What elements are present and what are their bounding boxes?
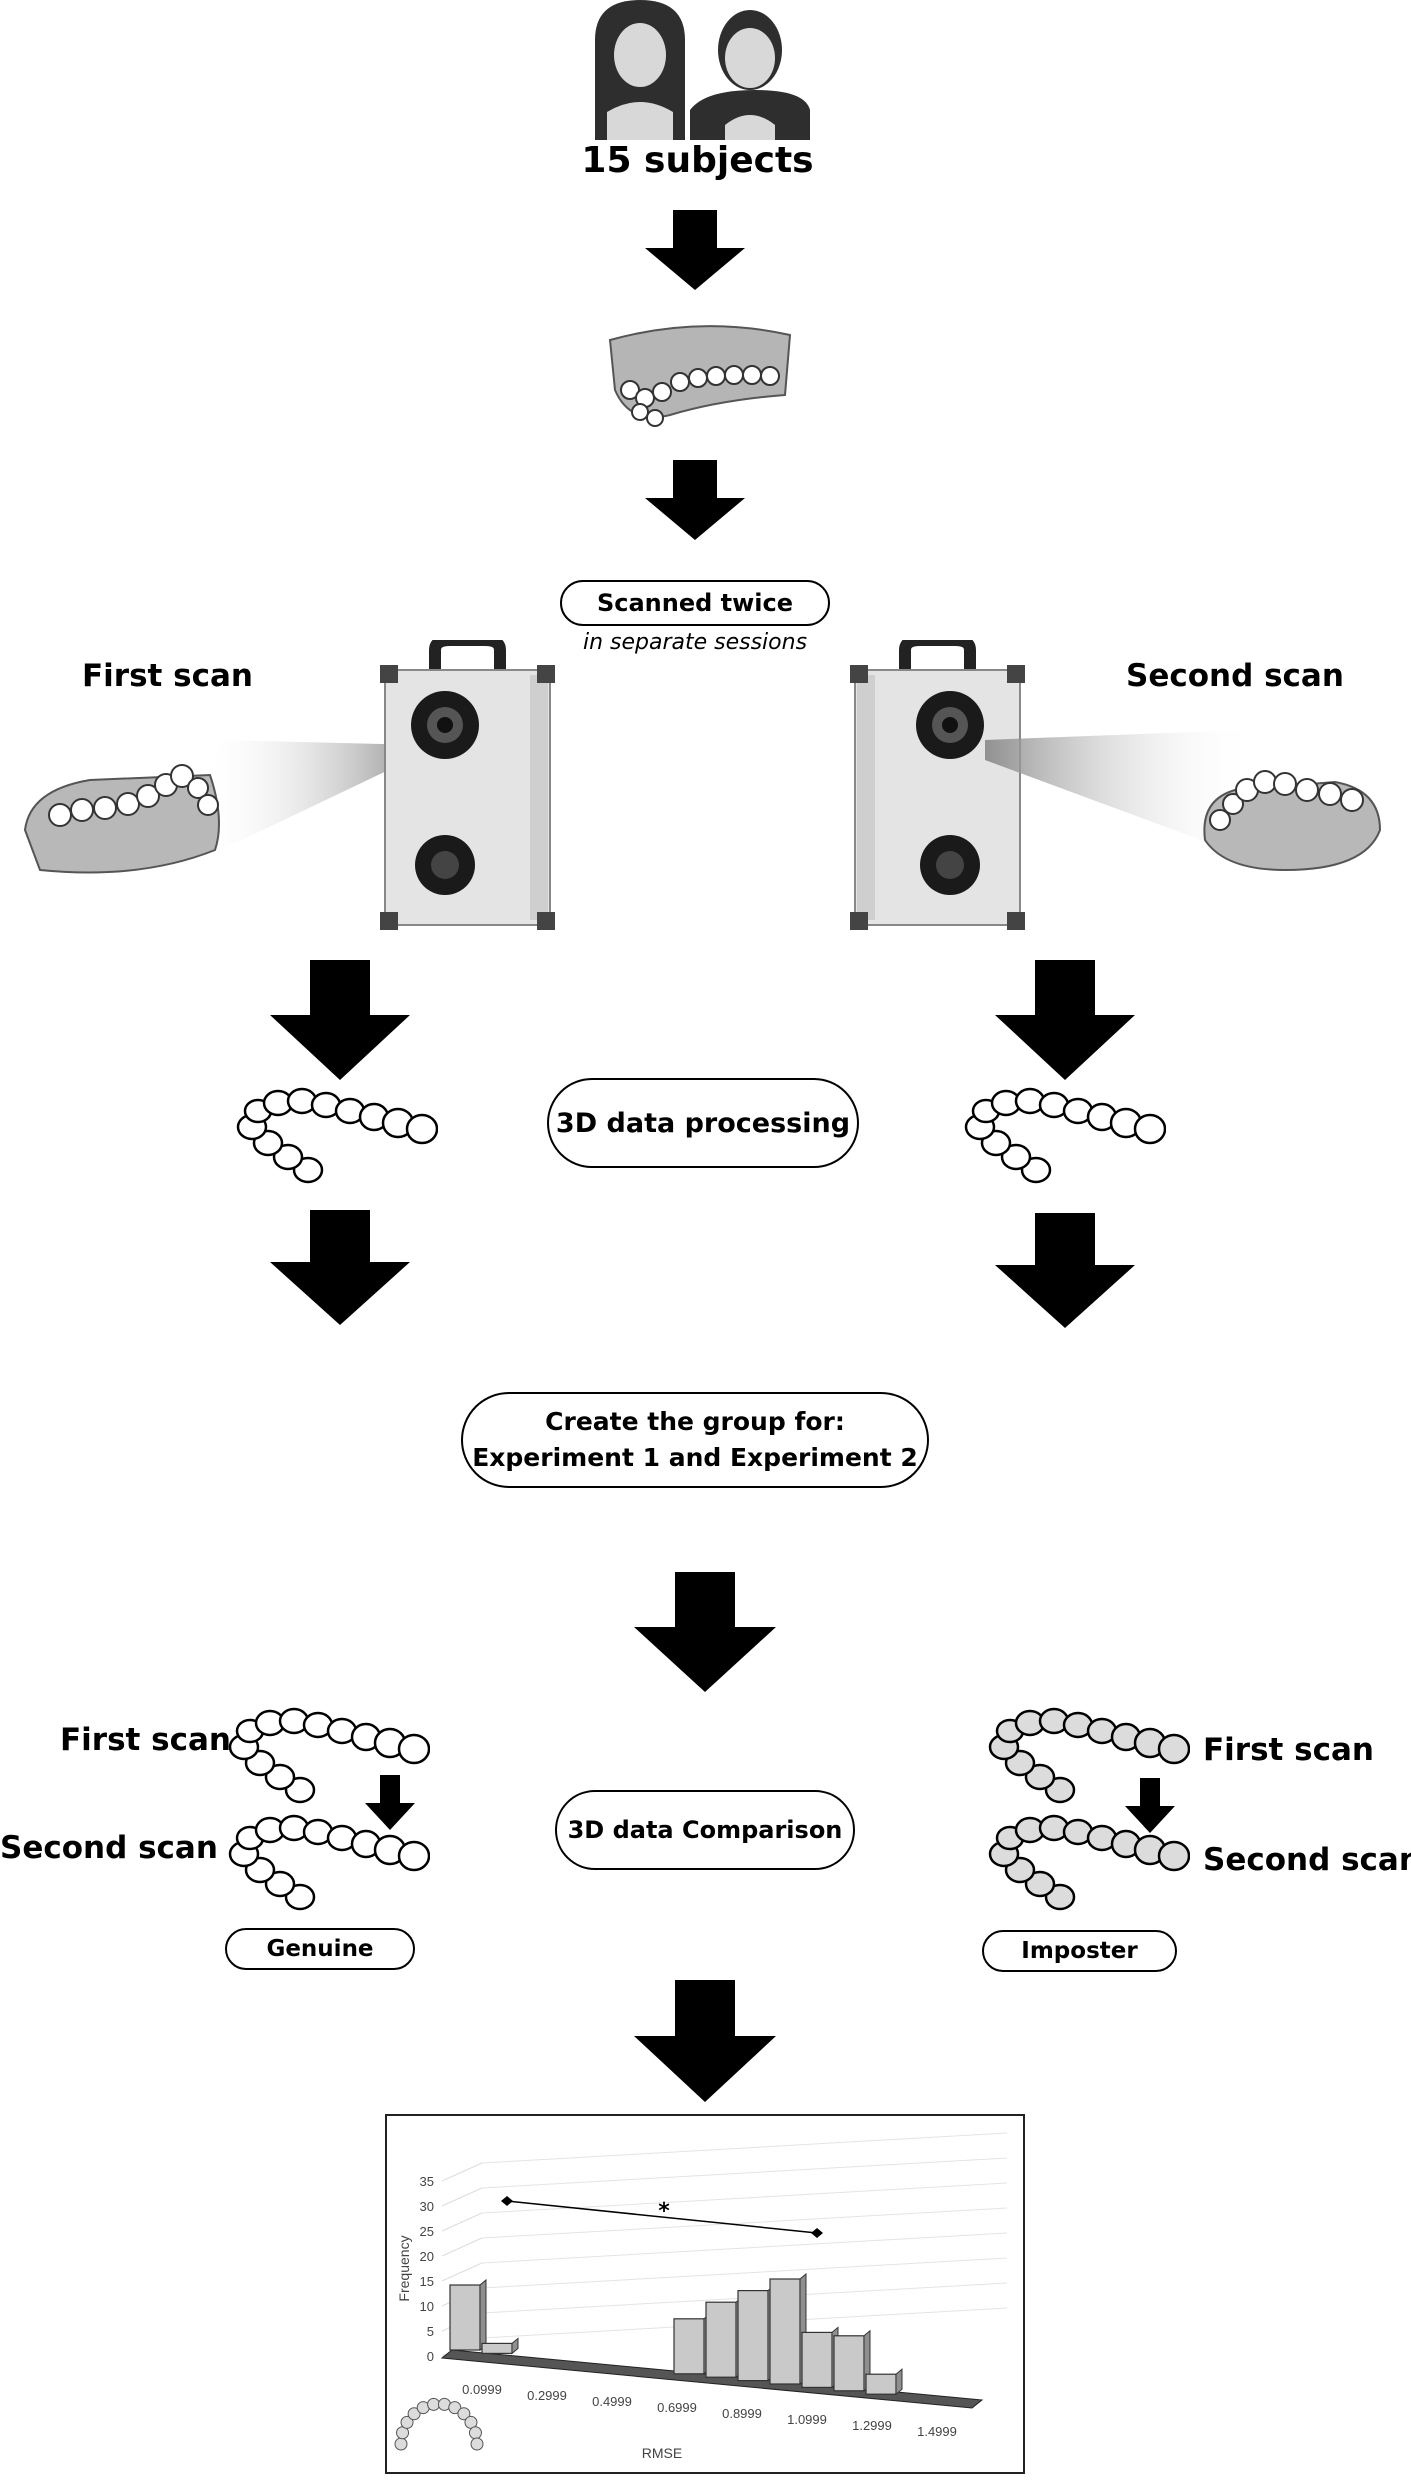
gridline: [481, 2257, 1008, 2289]
tooth-shape: [394, 2437, 408, 2451]
tooth-shape: [427, 2397, 441, 2411]
x-tick-label: 0.2999: [527, 2388, 567, 2403]
gridline: [441, 2212, 483, 2232]
subjects-title: 15 subjects: [581, 140, 814, 181]
significance-marker: [501, 2196, 513, 2206]
gridline: [441, 2162, 483, 2182]
y-tick-label: 0: [427, 2349, 434, 2364]
x-tick-label: 0.0999: [462, 2382, 502, 2397]
gridline: [481, 2232, 1008, 2264]
tooth-shape: [470, 2437, 484, 2451]
x-tick-label: 0.4999: [592, 2394, 632, 2409]
significance-marker: [811, 2228, 823, 2238]
x-tick-label: 1.4999: [917, 2424, 957, 2439]
y-axis-label: Frequency: [396, 2235, 412, 2301]
create-group-line1: Create the group for:: [545, 1407, 845, 1436]
histogram-bar-side: [479, 2278, 487, 2352]
y-tick-label: 35: [420, 2174, 434, 2189]
gridline: [441, 2262, 483, 2282]
subjects-icon: [585, 0, 810, 144]
tooth-shape: [407, 2407, 421, 2421]
dental-arch-icon: [394, 2397, 484, 2451]
create-group-label: Create the group for: Experiment 1 and E…: [461, 1392, 929, 1488]
histogram-bar: [769, 2278, 801, 2385]
tooth-shape: [468, 2426, 482, 2440]
dental-arch-icon: [980, 1705, 1191, 1809]
dental-arch-icon: [980, 1812, 1191, 1916]
gridline: [441, 2187, 483, 2207]
down-arrow-icon: [365, 1775, 415, 1830]
tooth-shape: [400, 2415, 414, 2429]
tooth-shape: [448, 2401, 462, 2415]
gridline: [481, 2157, 1008, 2189]
down-arrow-icon: [995, 1213, 1135, 1328]
3d-scanner-device: [380, 634, 555, 934]
dental-arch-icon: [220, 1705, 431, 1809]
histogram-bar: [673, 2318, 705, 2375]
x-tick-label: 0.6999: [657, 2400, 697, 2415]
down-arrow-icon: [645, 460, 745, 540]
down-arrow-icon: [1125, 1778, 1175, 1833]
gridline: [481, 2132, 1008, 2164]
y-tick-label: 10: [420, 2299, 434, 2314]
second-scan-label: Second scan: [1126, 658, 1344, 694]
dental-arch-icon: [228, 1085, 439, 1189]
imposter-first-scan-label: First scan: [1203, 1732, 1374, 1768]
significance-asterisk: *: [658, 2199, 670, 2224]
down-arrow-icon: [634, 1980, 776, 2102]
dental-cast-icon: [20, 730, 420, 894]
data-comparison-label: 3D data Comparison: [555, 1790, 855, 1870]
genuine-first-scan-label: First scan: [60, 1722, 231, 1758]
tooth-shape: [457, 2407, 471, 2421]
histogram-bar: [481, 2342, 513, 2354]
y-tick-label: 20: [420, 2249, 434, 2264]
x-tick-label: 1.0999: [787, 2412, 827, 2427]
y-tick-label: 5: [427, 2324, 434, 2339]
histogram-bar: [737, 2290, 769, 2382]
histogram-bar: [865, 2373, 897, 2395]
down-arrow-icon: [634, 1572, 776, 1692]
dental-impression-icon: [600, 320, 800, 434]
dental-arch-icon: [956, 1085, 1167, 1189]
histogram-bar: [801, 2331, 833, 2388]
gridline: [481, 2182, 1008, 2214]
histogram-bar: [449, 2284, 481, 2351]
genuine-tag: Genuine: [225, 1928, 415, 1970]
histogram-bar: [705, 2301, 737, 2378]
x-axis-label: RMSE: [642, 2445, 682, 2461]
chart-floor: [440, 2349, 984, 2409]
y-tick-label: 25: [420, 2224, 434, 2239]
gridline: [481, 2207, 1008, 2239]
histogram-bar-side: [511, 2337, 519, 2355]
scan-session-note: in separate sessions: [582, 630, 808, 655]
y-tick-label: 30: [420, 2199, 434, 2214]
histogram-bar-side: [895, 2368, 903, 2396]
gridline: [441, 2237, 483, 2257]
y-tick-label: 15: [420, 2274, 434, 2289]
histogram-bar: [833, 2335, 865, 2392]
x-tick-label: 1.2999: [852, 2418, 892, 2433]
down-arrow-icon: [270, 960, 410, 1080]
down-arrow-icon: [270, 1210, 410, 1325]
down-arrow-icon: [645, 210, 745, 290]
significance-line: [506, 2200, 818, 2234]
dental-cast-icon: [985, 720, 1385, 894]
x-tick-label: 0.8999: [722, 2406, 762, 2421]
genuine-second-scan-label: Second scan: [0, 1830, 218, 1866]
imposter-tag: Imposter: [982, 1930, 1177, 1972]
scanned-twice-label: Scanned twice: [560, 580, 830, 626]
first-scan-label: First scan: [82, 658, 253, 694]
3d-scanner-device: [850, 634, 1025, 934]
data-processing-label: 3D data processing: [547, 1078, 859, 1168]
imposter-second-scan-label: Second scan: [1203, 1842, 1411, 1878]
create-group-line2: Experiment 1 and Experiment 2: [472, 1443, 918, 1472]
dental-arch-icon: [220, 1812, 431, 1916]
down-arrow-icon: [995, 960, 1135, 1080]
